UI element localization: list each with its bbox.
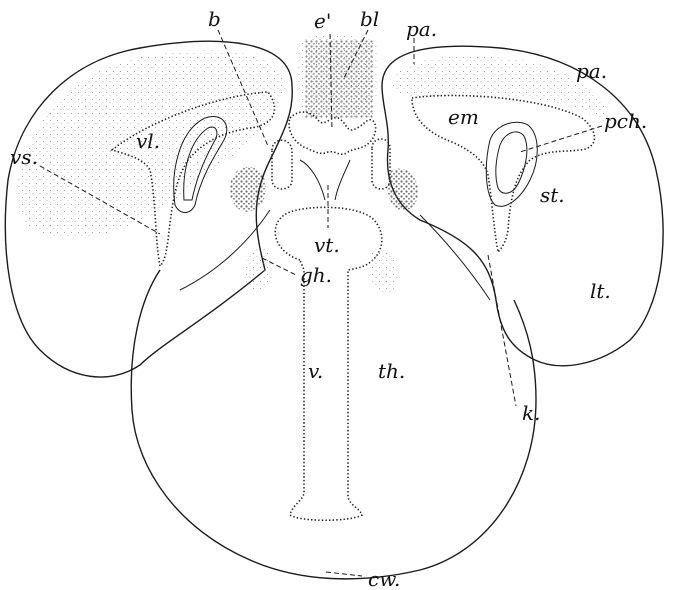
right-choroid-inner bbox=[496, 132, 527, 193]
label-em: em bbox=[448, 105, 479, 129]
right-choroid-plexus bbox=[486, 122, 537, 206]
habenula-stipple bbox=[244, 248, 272, 292]
label-bl: bl bbox=[360, 7, 379, 31]
label-vt: vt. bbox=[314, 233, 340, 257]
left-dense-tissue bbox=[230, 167, 266, 212]
left-loop bbox=[272, 140, 292, 189]
label-b: b bbox=[208, 7, 221, 31]
label-pch: pch. bbox=[604, 109, 647, 133]
thalamus-outline bbox=[131, 270, 536, 579]
leader-cw bbox=[326, 572, 362, 576]
label-pa-top: pa. bbox=[406, 17, 437, 41]
label-vs: vs. bbox=[10, 145, 38, 169]
roof-dense-dots bbox=[305, 40, 373, 118]
label-k: k. bbox=[522, 401, 540, 425]
label-cw: cw. bbox=[368, 567, 400, 590]
habenula-stipple-right bbox=[372, 249, 398, 293]
leader-k bbox=[488, 255, 516, 406]
label-st: st. bbox=[540, 183, 565, 207]
label-th: th. bbox=[378, 359, 405, 383]
right-dense-tissue bbox=[387, 169, 418, 211]
label-gh: gh. bbox=[300, 263, 332, 287]
central-stem bbox=[300, 160, 350, 200]
label-vl: vl. bbox=[136, 129, 160, 153]
label-e-prime: e' bbox=[314, 9, 331, 33]
label-pa-right: pa. bbox=[576, 59, 607, 83]
label-lt: lt. bbox=[590, 279, 611, 303]
label-v: v. bbox=[308, 359, 323, 383]
